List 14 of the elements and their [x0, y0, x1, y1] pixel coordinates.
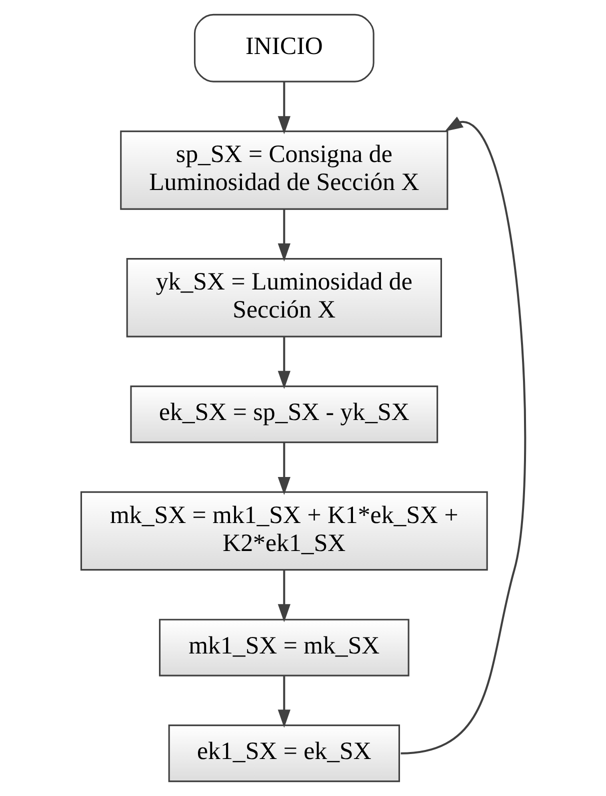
- arrow: [400, 116, 526, 754]
- node-box: yk_SX = Luminosidad de Sección X: [126, 258, 442, 338]
- node-box: ek_SX = sp_SX - yk_SX: [130, 386, 438, 444]
- arrow: [277, 209, 290, 262]
- node-box: sp_SX = Consigna de Luminosidad de Sección X: [120, 130, 448, 210]
- arrow: [277, 442, 290, 496]
- node-box: mk1_SX = mk_SX: [158, 618, 409, 676]
- node-box: ek1_SX = ek_SX: [168, 724, 400, 782]
- arrow: [277, 82, 290, 134]
- arrow: [277, 676, 290, 728]
- arrow: [277, 337, 290, 389]
- node-box: mk_SX = mk1_SX + K1*ek_SX + K2*ek1_SX: [80, 491, 488, 571]
- node-box: INICIO: [193, 14, 374, 82]
- arrow: [277, 570, 290, 622]
